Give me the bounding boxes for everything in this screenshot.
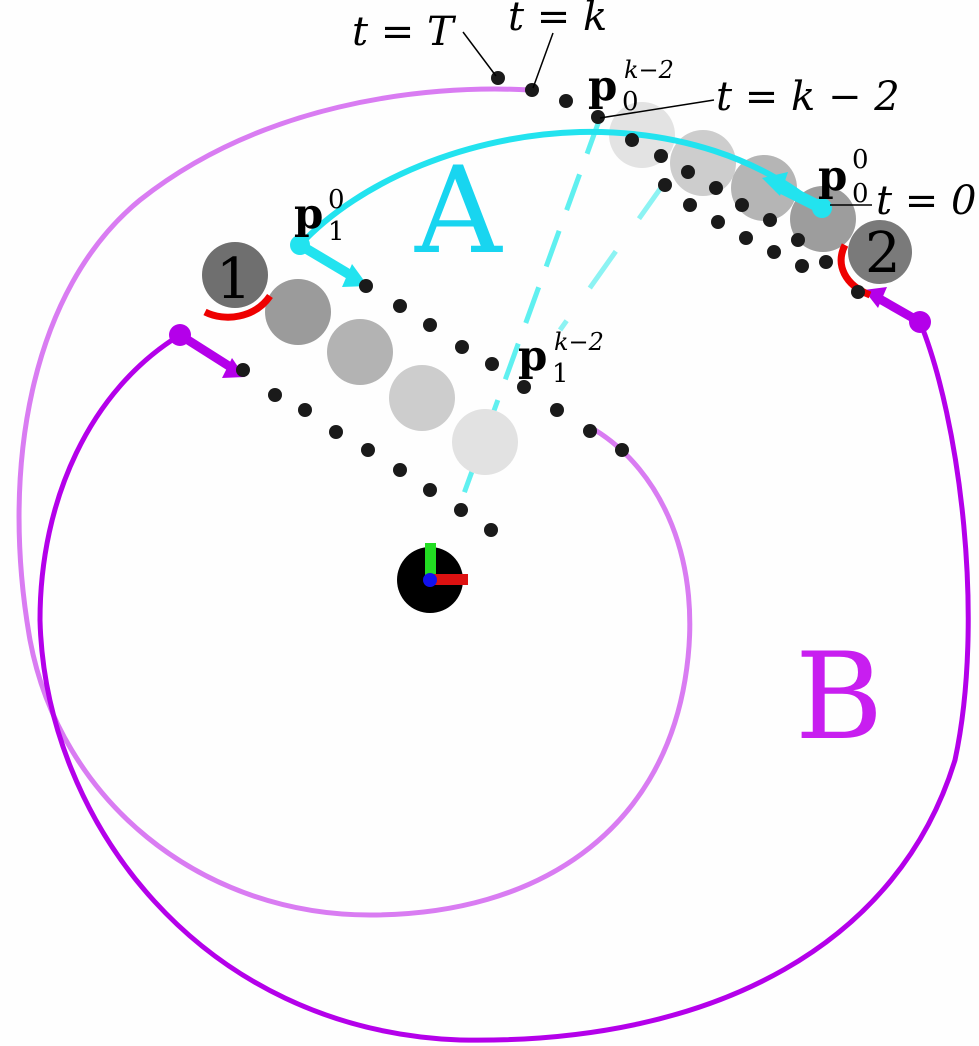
leader-t-k2 [599, 99, 715, 119]
obstacle-1 [202, 242, 268, 308]
label-p0-k2: p 0 k−2 [588, 56, 674, 117]
waypoint-dot [739, 231, 753, 245]
waypoint-dot [423, 483, 437, 497]
robot [397, 543, 468, 613]
svg-text:p: p [588, 61, 617, 110]
waypoint-dot [485, 357, 499, 371]
waypoint-dot [393, 299, 407, 313]
waypoint-dot [791, 233, 805, 247]
waypoint-dot [359, 279, 373, 293]
waypoint-dot [550, 403, 564, 417]
waypoint-dot [583, 424, 597, 438]
waypoint-dot [298, 403, 312, 417]
svg-text:1: 1 [552, 359, 569, 389]
waypoint-dot [658, 178, 672, 192]
path-b-light [16, 86, 693, 918]
leader-t-T [462, 31, 497, 77]
label-t-0: t = 0 [876, 178, 976, 224]
waypoint-dot [851, 285, 865, 299]
arrow-a-left [297, 240, 355, 281]
waypoint-dot [361, 443, 375, 457]
obstacle-2 [848, 220, 912, 284]
waypoint-dot [711, 215, 725, 229]
waypoint-dot [681, 165, 695, 179]
waypoint-dot [615, 443, 629, 457]
robot-origin [423, 573, 437, 587]
label-obstacle-2: 2 [865, 221, 901, 286]
leader-t-k [532, 32, 554, 89]
waypoint-dot [236, 363, 250, 377]
waypoint-dot [795, 259, 809, 273]
label-p0-0: p 0 0 [818, 145, 869, 209]
robot-x-axis [430, 574, 468, 585]
arrow-a-right [775, 180, 823, 213]
waypoint-dot [709, 181, 723, 195]
waypoint-dot [455, 340, 469, 354]
label-region-b: B [795, 628, 883, 767]
waypoint-dot [591, 110, 605, 124]
svg-text:p: p [518, 331, 547, 380]
robot-y-axis [425, 543, 436, 580]
waypoint-dots [236, 71, 865, 537]
waypoint-dot [735, 198, 749, 212]
dashed-line-a2 [557, 180, 668, 332]
waypoint-dot [423, 318, 437, 332]
svg-text:p: p [294, 189, 323, 238]
svg-text:0: 0 [622, 87, 639, 117]
waypoint-dot [654, 149, 668, 163]
waypoint-dot [484, 523, 498, 537]
waypoint-dot [329, 425, 343, 439]
waypoint-dot [625, 133, 639, 147]
svg-text:k−2: k−2 [624, 56, 674, 84]
svg-text:1: 1 [328, 217, 345, 247]
svg-text:0: 0 [852, 145, 869, 175]
dashed-line-a1 [455, 117, 603, 511]
waypoint-dot [767, 245, 781, 259]
contact-arc-1 [203, 293, 273, 321]
path-a-start-node [290, 235, 310, 255]
svg-text:0: 0 [328, 185, 345, 215]
waypoint-dot [559, 94, 573, 108]
waypoint-dot [525, 83, 539, 97]
waypoint-dot [268, 388, 282, 402]
label-p1-k2: p 1 k−2 [518, 328, 604, 389]
label-region-a: A [414, 142, 503, 281]
waypoint-dot [454, 503, 468, 517]
svg-text:k−2: k−2 [554, 328, 604, 356]
path-a-end-node [812, 198, 832, 218]
label-t-T: t = T [352, 9, 457, 55]
svg-text:p: p [818, 151, 847, 200]
waypoint-dot [517, 380, 531, 394]
arrow-b-right [875, 294, 923, 326]
label-t-k: t = k [508, 0, 607, 40]
waypoint-dot [393, 463, 407, 477]
path-a [297, 128, 817, 248]
waypoint-dot [819, 255, 833, 269]
arrow-b-left [177, 331, 235, 372]
label-obstacle-1: 1 [216, 247, 252, 312]
arrowhead-a-right [762, 172, 788, 196]
obstacle-1-trail [265, 279, 518, 475]
waypoint-dot [683, 198, 697, 212]
waypoint-dot [763, 213, 777, 227]
svg-text:0: 0 [852, 179, 869, 209]
label-t-k2: t = k − 2 [716, 74, 900, 120]
label-p1-0: p 1 0 [294, 185, 345, 247]
path-b-dark [37, 321, 971, 1043]
